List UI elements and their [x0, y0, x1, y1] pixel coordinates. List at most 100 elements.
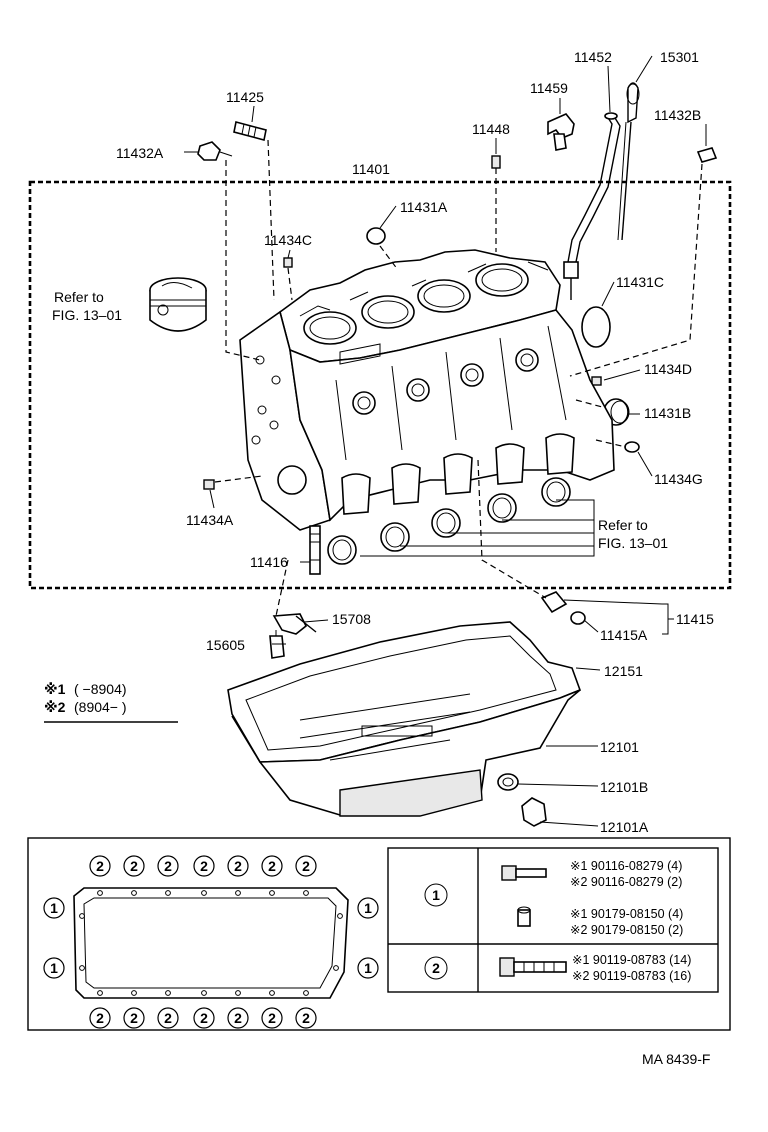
- gasket-hole: [333, 965, 339, 971]
- seal-plug-11431c: [581, 306, 611, 348]
- dipstick-guide: [563, 112, 621, 300]
- bolt-table: 1 2 ※1 90116-08279 (4) ※2 90116-08279 (2…: [387, 847, 719, 993]
- label-12101b: 12101B: [600, 779, 648, 795]
- label-11415a: 11415A: [600, 627, 648, 643]
- gasket-top-bolt-1: 2: [89, 855, 111, 877]
- gasket-right-bolt-1-text: 1: [364, 900, 372, 916]
- gasket-bottom-bolt-7-ring: [295, 1007, 317, 1029]
- gasket-top-bolt-2: 2: [123, 855, 145, 877]
- label-11425: 11425: [226, 89, 264, 105]
- bolt-90116-icon: [501, 865, 547, 881]
- gasket-top-bolt-1-ring: [89, 855, 111, 877]
- gasket-left-bolt-2-ring: [43, 957, 65, 979]
- gasket-hole: [79, 913, 85, 919]
- gasket-hole: [79, 965, 85, 971]
- gasket-hole: [165, 890, 171, 896]
- gasket-bottom-bolt-2-ring: [123, 1007, 145, 1029]
- gasket-top-bolt-2-ring: [123, 855, 145, 877]
- gasket-hole: [201, 990, 207, 996]
- gasket-top-bolt-6-ring: [261, 855, 283, 877]
- gasket-right-bolt-2-ring: [357, 957, 379, 979]
- gasket-bottom-bolt-3-ring: [157, 1007, 179, 1029]
- g2-bolt-c2: ※2 90119-08783 (16): [572, 969, 691, 983]
- piston-ref-line2: FIG. 13–01: [52, 307, 122, 323]
- label-11434g: 11434G: [654, 471, 703, 487]
- gasket-left-bolt-2: 1: [43, 957, 65, 979]
- gasket-bottom-bolt-4-text: 2: [200, 1010, 208, 1026]
- gasket-top-bolt-7: 2: [295, 855, 317, 877]
- label-11416: 11416: [250, 554, 288, 570]
- label-11434a: 11434A: [186, 512, 234, 528]
- label-15301: 15301: [660, 49, 699, 65]
- label-11431c: 11431C: [616, 274, 664, 290]
- seal-plug-11431a: [366, 227, 386, 245]
- piston-ref-line1: Refer to: [54, 289, 104, 305]
- block-assembly-frame: [28, 180, 732, 590]
- plug-11434g: [624, 441, 640, 453]
- gasket-top-bolt-6: 2: [261, 855, 283, 877]
- union-11415: [540, 591, 586, 625]
- bolt-90179-icon: [517, 906, 531, 927]
- pin-11448: [491, 155, 501, 169]
- label-11431b: 11431B: [644, 405, 691, 421]
- stud-bolt: [233, 121, 267, 141]
- gasket-hole: [165, 990, 171, 996]
- bolt-pattern-panel: [27, 837, 731, 1031]
- part-labels: 11452 15301 11459 11425 11448 11432B 114…: [116, 49, 714, 835]
- legend-row1-range: ( −8904): [74, 681, 127, 697]
- gasket-hole: [337, 913, 343, 919]
- main-bearing-shells: [327, 477, 571, 565]
- label-11434d: 11434D: [644, 361, 692, 377]
- gasket-bolt-holes: [79, 890, 343, 996]
- gasket-left-bolt-1-text: 1: [50, 900, 58, 916]
- gasket-top-bolt-6-text: 2: [268, 858, 276, 874]
- gasket-right-bolt-1-ring: [357, 897, 379, 919]
- label-11432b: 11432B: [654, 107, 701, 123]
- gasket-hole: [97, 890, 103, 896]
- gasket-bottom-bolt-6: 2: [261, 1007, 283, 1029]
- g2-bolt-c1: ※1 90119-08783 (14): [572, 953, 691, 967]
- gasket-bottom-bolt-5-text: 2: [234, 1010, 242, 1026]
- bolt-90119-icon: [499, 957, 567, 977]
- gasket-top-bolt-3-ring: [157, 855, 179, 877]
- gasket-right-bolt-2: 1: [357, 957, 379, 979]
- gasket-bottom-bolt-4: 2: [193, 1007, 215, 1029]
- leader-lines: [184, 55, 707, 827]
- plug-11434d: [591, 376, 602, 386]
- gasket-hole: [235, 990, 241, 996]
- gasket-bottom-bolt-1-text: 2: [96, 1010, 104, 1026]
- label-11459: 11459: [530, 80, 568, 96]
- table-group1-circle: 1: [432, 887, 440, 903]
- gasket-right-bolt-1: 1: [357, 897, 379, 919]
- gasket-hole: [131, 890, 137, 896]
- figure-code: MA 8439-F: [642, 1051, 710, 1067]
- gasket-top-bolt-1-text: 2: [96, 858, 104, 874]
- gasket-top-bolt-7-ring: [295, 855, 317, 877]
- gasket-top-bolt-4-ring: [193, 855, 215, 877]
- label-11434c: 11434C: [264, 232, 312, 248]
- gasket-bottom-bolt-1-ring: [89, 1007, 111, 1029]
- label-15708: 15708: [332, 611, 371, 627]
- g1-bolt-a2: ※2 90116-08279 (2): [570, 875, 682, 889]
- gasket-hole: [269, 890, 275, 896]
- gasket-bottom-bolt-2: 2: [123, 1007, 145, 1029]
- piston-illustration: [149, 277, 207, 332]
- gasket-top-bolt-4: 2: [193, 855, 215, 877]
- label-12101a: 12101A: [600, 819, 649, 835]
- gasket-bottom-bolt-6-ring: [261, 1007, 283, 1029]
- gasket-bottom-bolt-5-ring: [227, 1007, 249, 1029]
- gasket-hole: [303, 990, 309, 996]
- gasket-bottom-bolt-6-text: 2: [268, 1010, 276, 1026]
- gasket-top-bolt-5-ring: [227, 855, 249, 877]
- gasket-bottom-bolt-5: 2: [227, 1007, 249, 1029]
- gasket-bottom-bolt-3-text: 2: [164, 1010, 172, 1026]
- oil-nozzle-15708: [272, 613, 317, 635]
- g1-bolt-b1: ※1 90179-08150 (4): [570, 907, 683, 921]
- gasket-right-bolt-2-text: 1: [364, 960, 372, 976]
- label-11415: 11415: [676, 611, 714, 627]
- label-11452: 11452: [574, 49, 612, 65]
- plug-11434a: [203, 479, 215, 490]
- gasket-hole: [97, 990, 103, 996]
- gasket-hole: [131, 990, 137, 996]
- plug-11432b: [696, 147, 718, 163]
